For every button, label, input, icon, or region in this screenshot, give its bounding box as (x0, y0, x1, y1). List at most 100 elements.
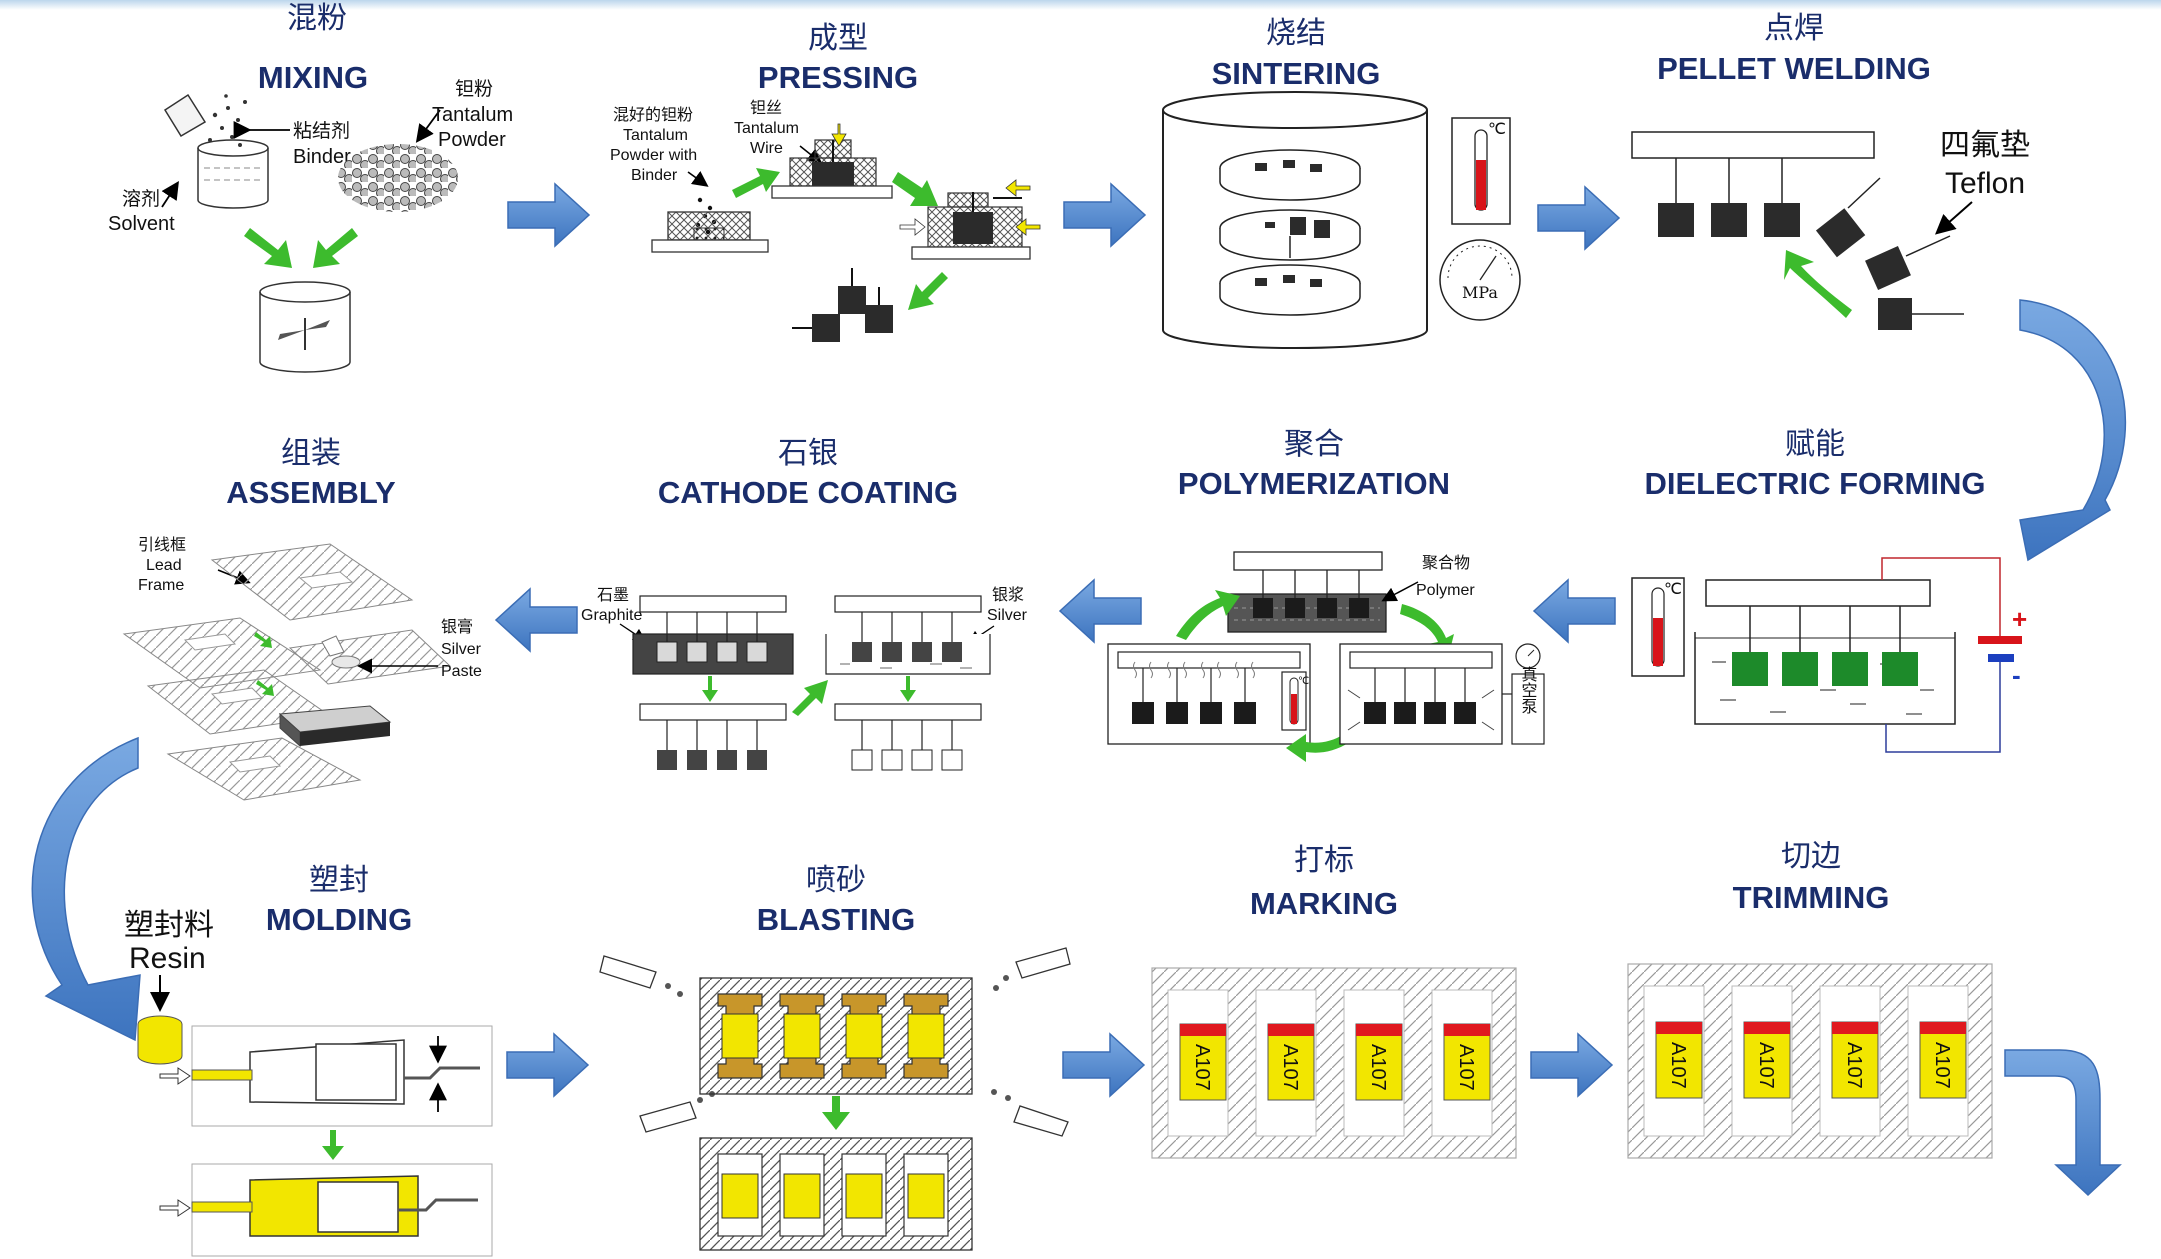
step-title-assembly: 组装 ASSEMBLY (226, 436, 396, 510)
tantalum-powder-label-en: Tantalum (432, 104, 513, 126)
thermometer-icon (1476, 160, 1486, 210)
step-arrow (1784, 250, 1852, 318)
anodized-pellet-icon (1882, 652, 1918, 686)
capacitor-body-icon (1355, 1023, 1403, 1101)
marking-code: A107 (1191, 1044, 1213, 1091)
dielectric-forming-illustration: ℃ + - (1631, 557, 2027, 753)
step-arrow (702, 676, 718, 702)
flow-arrow-right (506, 1032, 590, 1098)
marking-code: A107 (1455, 1044, 1477, 1091)
step-arrow (244, 228, 292, 268)
tantalum-powder-label-en: Powder (438, 129, 506, 151)
step-title-dielectric-forming: 赋能 DIELECTRIC FORMING (1645, 427, 1986, 501)
tantalum-powder-icon (338, 144, 458, 212)
marking-code: A107 (1931, 1042, 1953, 1089)
pellet-welding-illustration: 四氟垫 Teflon (1631, 128, 2030, 330)
pressure-unit: MPa (1462, 283, 1498, 302)
step-arrow (1176, 590, 1240, 640)
step-title-en: PELLET WELDING (1657, 51, 1931, 86)
step-title-polymerization: 聚合 POLYMERIZATION (1178, 427, 1450, 501)
step-title-trimming: 切边 TRIMMING (1733, 839, 1890, 915)
step-title-cn: 切边 (1781, 839, 1841, 874)
assembly-illustration: 引线框 Lead Frame 银膏 Silver Paste (122, 535, 482, 801)
polarity-band (1656, 1022, 1702, 1034)
step-title-en: MIXING (258, 60, 368, 95)
flow-arrow-down-exit (2004, 1049, 2122, 1197)
capacitor-body-icon (721, 1013, 759, 1059)
carrier-bar (1705, 579, 1931, 607)
teflon-label-en: Teflon (1945, 167, 2025, 200)
wire-label-cn: 钽丝 (750, 98, 782, 117)
step-title-molding: 塑封 MOLDING (266, 863, 412, 937)
blast-nozzle-icon (1015, 947, 1071, 979)
vacuum-pump-icon (1511, 673, 1545, 745)
step-title-cn: 点焊 (1764, 11, 1824, 46)
silver-label-cn: 银浆 (992, 585, 1024, 604)
marking-code: A107 (1667, 1042, 1689, 1089)
capacitor-body-icon (845, 1173, 883, 1219)
binder-packet-icon (163, 93, 207, 138)
polymerization-illustration: 聚合物 Polymer ℃ (1107, 551, 1545, 762)
resin-pellet-icon (137, 1024, 183, 1065)
battery-negative-terminal (1988, 654, 2014, 662)
lead-frame-icon (288, 629, 452, 685)
step-arrow (908, 272, 948, 310)
sintering-illustration: ℃ MPa (1162, 91, 1521, 349)
solvent-label-en: Solvent (108, 213, 175, 235)
capacitor-body-icon (1655, 1021, 1703, 1099)
polarity-band (1744, 1022, 1790, 1034)
flow-arrow-curve-right-down (2019, 299, 2126, 562)
pellet-icon (838, 286, 866, 314)
mixed-powder-label-en: Tantalum (623, 127, 688, 144)
pellet-icon (1764, 203, 1800, 237)
step-title-en: PRESSING (758, 60, 918, 95)
pressing-illustration: 混好的钽粉 Tantalum Powder with Binder 钽丝 Tan… (610, 98, 1041, 342)
polarity-band (1832, 1022, 1878, 1034)
temperature-unit: ℃ (1488, 121, 1506, 138)
step-arrow (892, 172, 938, 206)
step-title-cathode-coating: 石银 CATHODE COATING (658, 436, 958, 510)
anodized-pellet-icon (1832, 652, 1868, 686)
lead-frame-label-cn: 引线框 (138, 535, 186, 554)
capacitor-body-icon (1743, 1021, 1791, 1099)
step-arrow (900, 676, 916, 702)
binder-label-en: Binder (293, 146, 351, 168)
step-title-cn: 聚合 (1284, 427, 1344, 462)
mixing-illustration: 粘结剂 Binder 溶剂 Solvent 钽粉 Tantalum Powder (108, 78, 513, 373)
step-arrow (792, 680, 828, 716)
pellet-icon (1865, 246, 1911, 290)
wire-label-en: Wire (750, 140, 783, 157)
step-arrow (1286, 734, 1350, 762)
pellet-icon (1878, 298, 1912, 330)
temperature-unit: ℃ (1298, 676, 1309, 687)
step-title-cn: 组装 (281, 436, 341, 471)
step-arrow (256, 680, 274, 696)
step-title-en: SINTERING (1212, 56, 1381, 91)
capacitor-body-icon (1267, 1023, 1315, 1101)
anodized-pellet-icon (1782, 652, 1818, 686)
anodized-pellet-icon (1732, 652, 1768, 686)
capacitor-body-icon (721, 1173, 759, 1219)
capacitor-body-icon (1443, 1023, 1491, 1101)
pellet-icon (865, 305, 893, 333)
flow-arrow-left (1058, 578, 1142, 644)
mixer-vessel-icon (259, 292, 351, 373)
graphite-label-en: Graphite (581, 607, 642, 624)
resin-label-cn: 塑封料 (124, 908, 214, 943)
step-title-mixing: 混粉 MIXING (258, 1, 368, 95)
capacitor-body-icon (1831, 1021, 1879, 1099)
step-title-cn: 喷砂 (806, 863, 866, 898)
blast-nozzle-icon (639, 1101, 697, 1133)
graphite-label-cn: 石墨 (597, 585, 629, 604)
pellet-icon (1658, 203, 1694, 237)
step-title-cn: 成型 (808, 21, 868, 56)
step-title-en: MARKING (1250, 886, 1398, 921)
lead-frame-label-en: Lead (146, 557, 182, 574)
capacitor-body-icon (1919, 1021, 1967, 1099)
step-arrow (322, 1130, 344, 1160)
trimming-illustration: A107 A107 A107 A107 (1627, 963, 1993, 1159)
step-title-en: DIELECTRIC FORMING (1645, 466, 1986, 501)
flow-arrow-right (1537, 185, 1621, 251)
step-arrow (313, 228, 358, 268)
step-title-en: MOLDING (266, 902, 412, 937)
